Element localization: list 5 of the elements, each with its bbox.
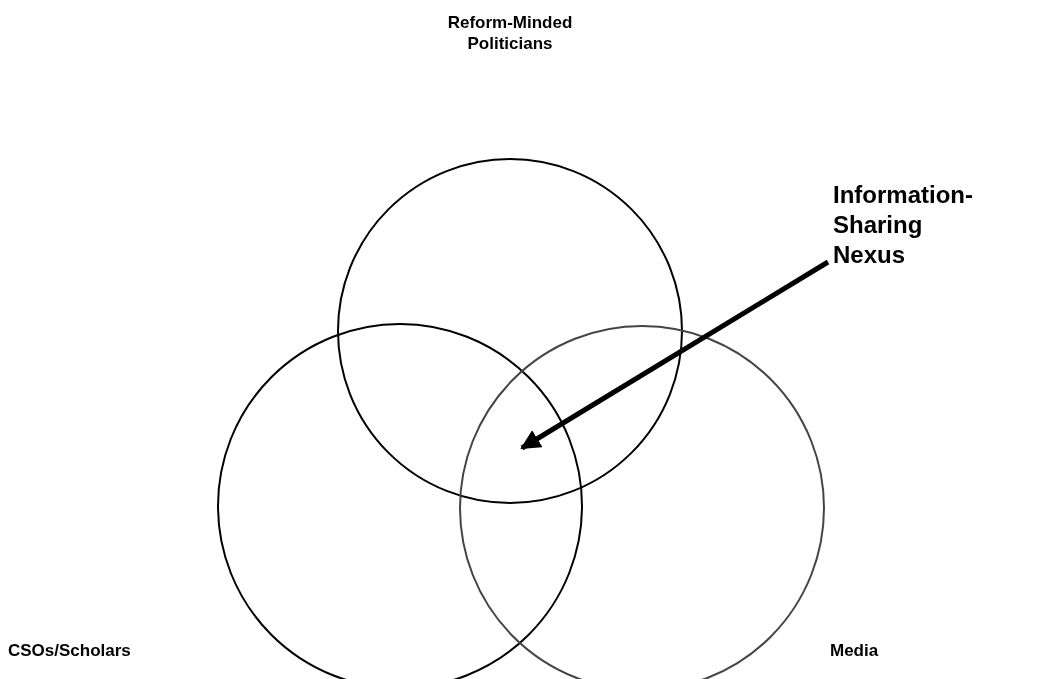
circle-label: Reform-Minded Politicians [446,12,574,55]
circle-label: Media [830,640,880,662]
callout-text: Information-Sharing Nexus [833,180,974,270]
circle-label: CSOs/Scholars [8,640,132,662]
leader-arrow [520,259,830,451]
